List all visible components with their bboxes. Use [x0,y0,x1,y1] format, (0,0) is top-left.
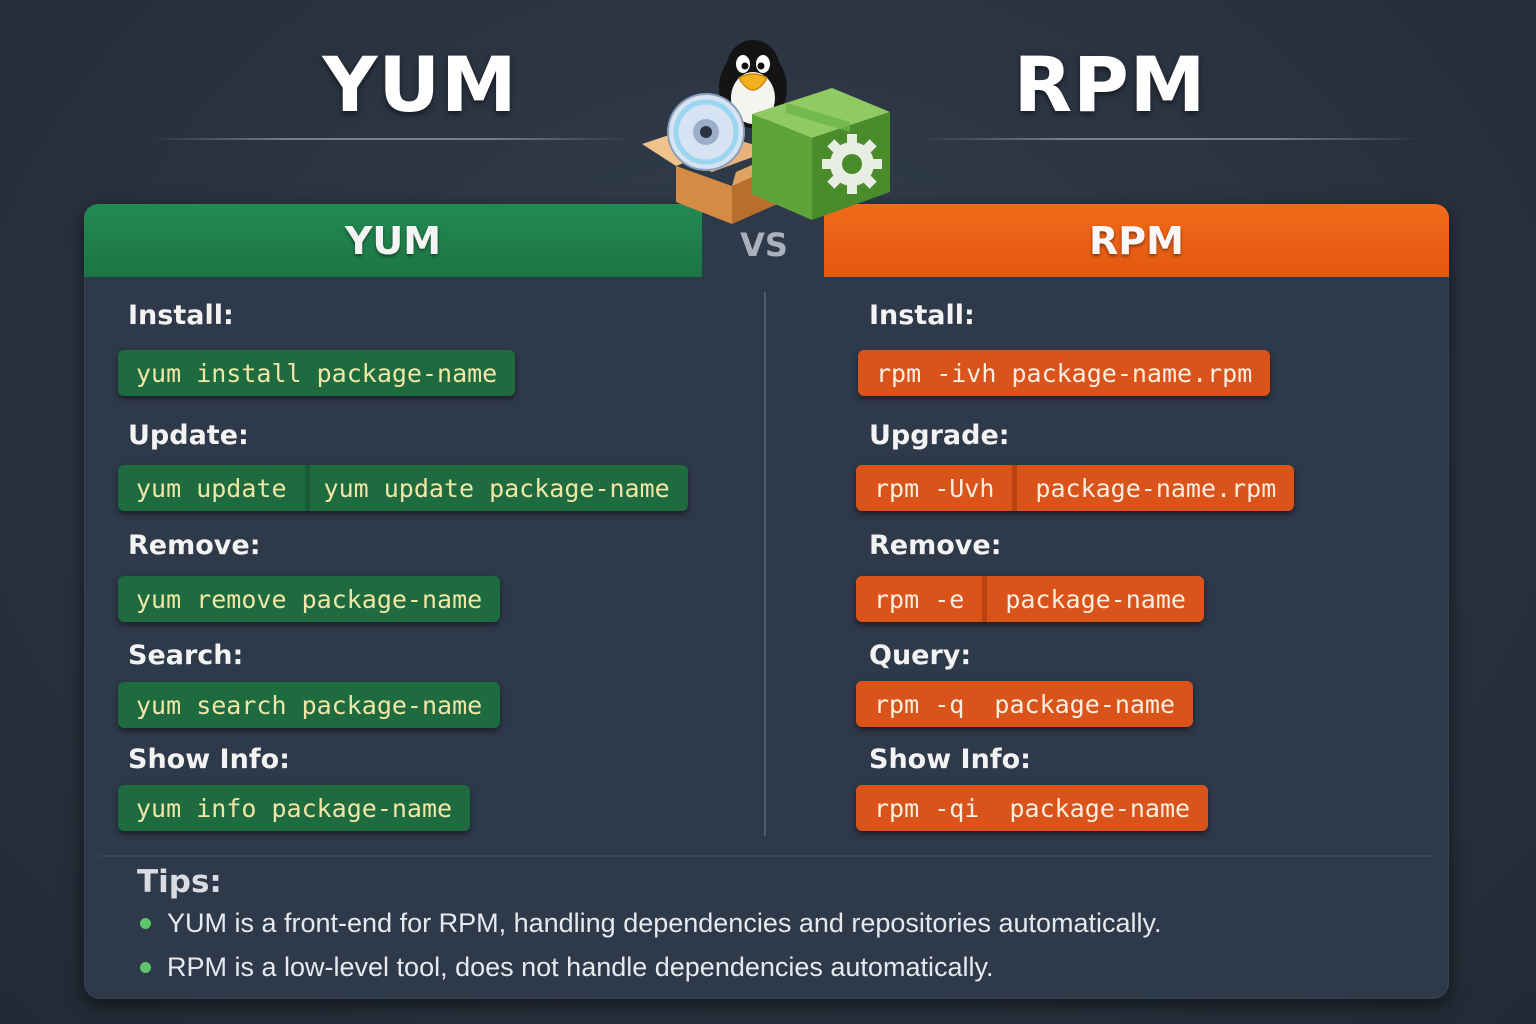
command-text: yum info package-name [136,793,453,823]
rpm-remove-label: Remove: [869,530,1002,561]
yum-info-label: Show Info: [128,744,290,775]
tips-separator [100,855,1435,857]
tip-text: YUM is a front-end for RPM, handling dep… [167,908,1162,938]
yum-update-label: Update: [128,420,249,451]
yum-search-command: yum search package-name [118,682,501,728]
bullet-icon [140,962,151,973]
yum-remove-command: yum remove package-name [118,576,501,622]
yum-remove-label: Remove: [128,530,261,561]
yum-header: YUM [84,204,702,277]
vs-label: VS [740,226,788,264]
tip-item: RPM is a low-level tool, does not handle… [140,952,993,983]
command-text: yum update [136,473,287,503]
command-text: rpm -e [874,584,965,614]
bullet-icon [140,918,151,929]
yum-install-label: Install: [128,300,234,331]
cd-disc-icon [667,93,745,171]
rpm-info-label: Show Info: [869,744,1031,775]
title-rule-right [920,138,1420,140]
command-text: package-name.rpm [1012,465,1294,511]
command-text: rpm -Uvh [874,473,995,503]
command-text: rpm -qi package-name [874,793,1191,823]
command-text: yum install package-name [136,358,498,388]
package-logo-illustration [642,40,890,224]
rpm-query-command: rpm -q package-name [856,681,1194,727]
column-divider [764,292,766,836]
tip-item: YUM is a front-end for RPM, handling dep… [140,908,1162,939]
rpm-install-label: Install: [869,300,975,331]
main-title-rpm: RPM [1013,40,1207,129]
command-text: package-name [982,576,1204,622]
rpm-install-command: rpm -ivh package-name.rpm [858,350,1271,396]
rpm-header: RPM [824,204,1449,277]
command-text: yum remove package-name [136,584,483,614]
command-text: yum search package-name [136,690,483,720]
rpm-info-command: rpm -qi package-name [856,785,1209,831]
tips-title: Tips: [137,864,222,900]
command-text: yum update package-name [304,465,688,511]
command-text: rpm -ivh package-name.rpm [876,358,1253,388]
yum-update-command: yum update yum update package-name [118,465,688,511]
rpm-query-label: Query: [869,640,972,671]
main-title-yum: YUM [322,40,518,129]
tip-text: RPM is a low-level tool, does not handle… [167,952,994,982]
yum-info-command: yum info package-name [118,785,471,831]
rpm-upgrade-command: rpm -Uvh package-name.rpm [856,465,1295,511]
command-text: rpm -q package-name [874,689,1176,719]
green-package-gear-icon [752,88,890,220]
yum-install-command: yum install package-name [118,350,516,396]
rpm-remove-command: rpm -e package-name [856,576,1204,622]
rpm-upgrade-label: Upgrade: [869,420,1010,451]
title-rule-left [150,138,630,140]
yum-search-label: Search: [128,640,244,671]
